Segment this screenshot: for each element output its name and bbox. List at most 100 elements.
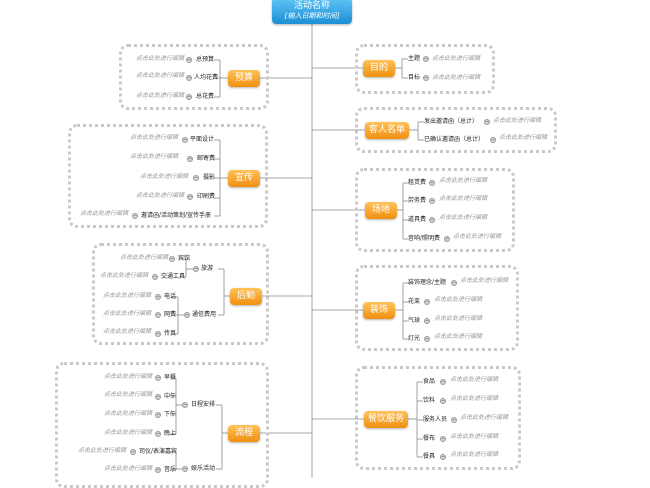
collapse-icon[interactable]: − — [155, 294, 161, 300]
edit-placeholder[interactable]: 点击此处进行编辑 — [120, 254, 169, 261]
collapse-icon[interactable]: − — [187, 156, 193, 162]
collapse-icon[interactable]: − — [193, 266, 199, 272]
logistics-item: 网费 — [164, 311, 177, 318]
collapse-icon[interactable]: − — [155, 312, 161, 318]
branch-promo[interactable]: 宣传 — [228, 170, 260, 187]
collapse-icon[interactable]: − — [423, 75, 429, 81]
edit-placeholder[interactable]: 点击此处进行编辑 — [434, 333, 483, 340]
collapse-icon[interactable]: − — [451, 280, 457, 286]
collapse-icon[interactable]: − — [155, 394, 161, 400]
edit-placeholder[interactable]: 点击此处进行编辑 — [434, 315, 483, 322]
root-node[interactable]: 活动名称 [输入日期和时间] — [272, 0, 352, 24]
branch-purpose[interactable]: 目的 — [363, 60, 395, 77]
venue-item: 劳务费 — [408, 197, 427, 204]
edit-placeholder[interactable]: 点击此处进行编辑 — [450, 433, 499, 440]
promo-item: 邮寄费 — [197, 155, 216, 162]
edit-placeholder[interactable]: 点击此处进行编辑 — [103, 292, 152, 299]
collapse-icon[interactable]: − — [152, 274, 158, 280]
edit-placeholder[interactable]: 点击此处进行编辑 — [80, 210, 129, 217]
purpose-item: 主题 — [408, 55, 421, 62]
edit-placeholder[interactable]: 点击此处进行编辑 — [103, 328, 152, 335]
collapse-icon[interactable]: − — [423, 56, 429, 62]
collapse-icon[interactable]: − — [186, 94, 192, 100]
collapse-icon[interactable]: − — [440, 379, 446, 385]
edit-placeholder[interactable]: 点击此处进行编辑 — [136, 92, 185, 99]
process-item: 音乐 — [164, 466, 177, 473]
collapse-icon[interactable]: − — [440, 436, 446, 442]
edit-placeholder[interactable]: 点击此处进行编辑 — [130, 134, 179, 141]
edit-placeholder[interactable]: 点击此处进行编辑 — [439, 195, 488, 202]
edit-placeholder[interactable]: 点击此处进行编辑 — [104, 391, 153, 398]
branch-budget[interactable]: 预算 — [228, 70, 260, 87]
edit-placeholder[interactable]: 点击此处进行编辑 — [460, 277, 509, 284]
collapse-icon[interactable]: − — [424, 336, 430, 342]
collapse-icon[interactable]: − — [155, 375, 161, 381]
collapse-icon[interactable]: − — [484, 119, 490, 125]
edit-placeholder[interactable]: 点击此处进行编辑 — [104, 429, 153, 436]
edit-placeholder[interactable]: 点击此处进行编辑 — [434, 296, 483, 303]
collapse-icon[interactable]: − — [182, 402, 188, 408]
process-item: 晚上 — [164, 430, 177, 437]
edit-placeholder[interactable]: 点击此处进行编辑 — [140, 173, 189, 180]
edit-placeholder[interactable]: 点击此处进行编辑 — [103, 310, 152, 317]
logistics-item: 电话 — [164, 293, 177, 300]
collapse-icon[interactable]: − — [429, 198, 435, 204]
collapse-icon[interactable]: − — [429, 217, 435, 223]
decor-group — [355, 265, 519, 351]
collapse-icon[interactable]: − — [184, 312, 190, 318]
collapse-icon[interactable]: − — [169, 256, 175, 262]
edit-placeholder[interactable]: 点击此处进行编辑 — [432, 55, 481, 62]
branch-venue[interactable]: 场地 — [365, 202, 397, 219]
edit-placeholder[interactable]: 点击此处进行编辑 — [460, 414, 509, 421]
collapse-icon[interactable]: − — [440, 454, 446, 460]
edit-placeholder[interactable]: 点击此处进行编辑 — [104, 373, 153, 380]
edit-placeholder[interactable]: 点击此处进行编辑 — [100, 272, 149, 279]
collapse-icon[interactable]: − — [132, 213, 138, 219]
branch-catering[interactable]: 餐饮服务 — [364, 411, 408, 428]
collapse-icon[interactable]: − — [155, 412, 161, 418]
collapse-icon[interactable]: − — [490, 137, 496, 143]
edit-placeholder[interactable]: 点击此处进行编辑 — [499, 134, 548, 141]
budget-item: 人均花费 — [194, 74, 219, 81]
edit-placeholder[interactable]: 点击此处进行编辑 — [136, 55, 185, 62]
collapse-icon[interactable]: − — [429, 180, 435, 186]
collapse-icon[interactable]: − — [440, 398, 446, 404]
event-date: [输入日期和时间] — [284, 12, 340, 20]
collapse-icon[interactable]: − — [193, 175, 199, 181]
collapse-icon[interactable]: − — [155, 431, 161, 437]
branch-guests[interactable]: 客人名单 — [365, 122, 409, 139]
process-sub: 娱乐活动 — [191, 465, 216, 472]
branch-logistics[interactable]: 后勤 — [230, 288, 262, 305]
edit-placeholder[interactable]: 点击此处进行编辑 — [450, 451, 499, 458]
collapse-icon[interactable]: − — [451, 417, 457, 423]
collapse-icon[interactable]: − — [130, 449, 136, 455]
edit-placeholder[interactable]: 点击此处进行编辑 — [439, 177, 488, 184]
branch-process[interactable]: 流程 — [228, 425, 260, 442]
collapse-icon[interactable]: − — [182, 137, 188, 143]
collapse-icon[interactable]: − — [186, 57, 192, 63]
decor-item: 花束 — [408, 298, 421, 305]
edit-placeholder[interactable]: 点击此处进行编辑 — [104, 465, 153, 472]
edit-placeholder[interactable]: 点击此处进行编辑 — [130, 153, 179, 160]
collapse-icon[interactable]: − — [187, 194, 193, 200]
edit-placeholder[interactable]: 点击此处进行编辑 — [439, 214, 488, 221]
branch-decor[interactable]: 装饰 — [363, 302, 395, 319]
edit-placeholder[interactable]: 点击此处进行编辑 — [450, 395, 499, 402]
edit-placeholder[interactable]: 点击此处进行编辑 — [450, 376, 499, 383]
edit-placeholder[interactable]: 点击此处进行编辑 — [104, 410, 153, 417]
collapse-icon[interactable]: − — [155, 331, 161, 337]
collapse-icon[interactable]: − — [444, 236, 450, 242]
collapse-icon[interactable]: − — [424, 318, 430, 324]
catering-item: 饮料 — [423, 397, 436, 404]
edit-placeholder[interactable]: 点击此处进行编辑 — [493, 117, 542, 124]
edit-placeholder[interactable]: 点击此处进行编辑 — [136, 72, 185, 79]
collapse-icon[interactable]: − — [424, 299, 430, 305]
edit-placeholder[interactable]: 点击此处进行编辑 — [453, 233, 502, 240]
edit-placeholder[interactable]: 点击此处进行编辑 — [78, 447, 127, 454]
collapse-icon[interactable]: − — [182, 466, 188, 472]
edit-placeholder[interactable]: 点击此处进行编辑 — [432, 74, 481, 81]
edit-placeholder[interactable]: 点击此处进行编辑 — [136, 192, 185, 199]
collapse-icon[interactable]: − — [155, 467, 161, 473]
purpose-group — [355, 44, 495, 94]
collapse-icon[interactable]: − — [186, 75, 192, 81]
